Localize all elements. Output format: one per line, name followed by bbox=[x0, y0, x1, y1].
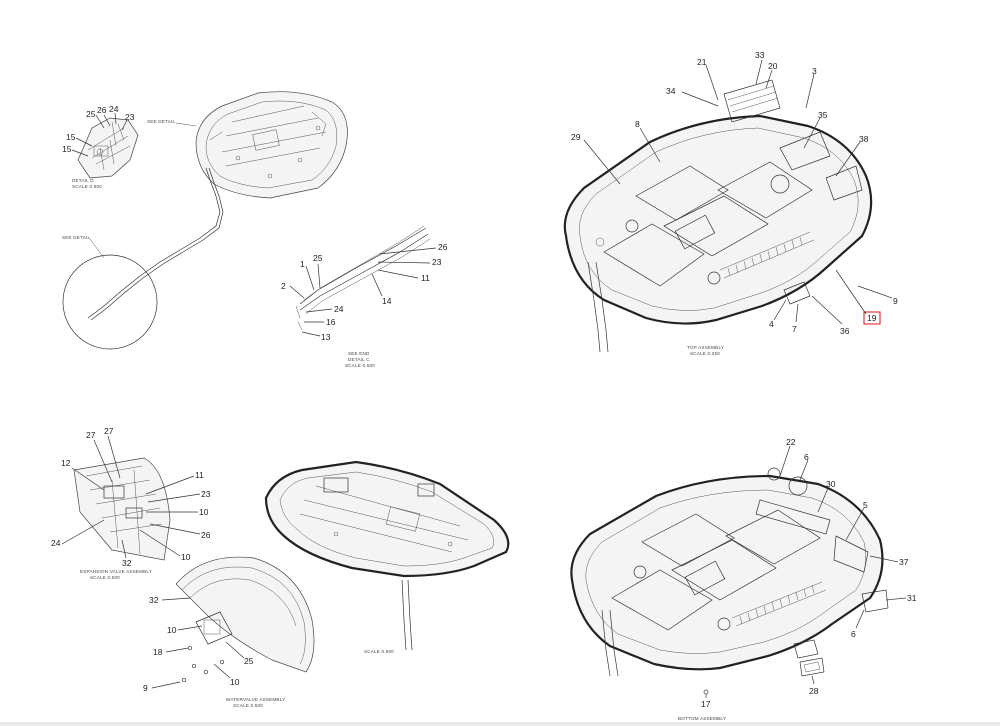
svg-text:SCALE 0.500: SCALE 0.500 bbox=[90, 575, 120, 580]
view-d-headliner: TOP ASSEMBLY SCALE 0.250 bbox=[563, 79, 873, 356]
callout-label: 11 bbox=[421, 273, 430, 283]
callout-label: 26 bbox=[97, 105, 107, 115]
callout-label: 15 bbox=[62, 144, 72, 154]
callout-group-h: 22 6 30 5 37 31 6 28 17 bbox=[701, 437, 917, 709]
callout-label: 33 bbox=[755, 50, 765, 60]
callout-label: 10 bbox=[230, 677, 240, 687]
callout-label: 28 bbox=[809, 686, 819, 696]
callout-label: 23 bbox=[201, 489, 211, 499]
callout-label: 13 bbox=[321, 332, 331, 342]
svg-text:SCALE 0.250: SCALE 0.250 bbox=[690, 351, 720, 356]
svg-text:TOP ASSEMBLY: TOP ASSEMBLY bbox=[687, 345, 724, 350]
callout-label: 35 bbox=[818, 110, 828, 120]
callout-label: 23 bbox=[432, 257, 442, 267]
callout-label: 32 bbox=[149, 595, 159, 605]
callout-label: 26 bbox=[438, 242, 448, 252]
svg-text:DETAIL D: DETAIL D bbox=[72, 178, 94, 183]
callout-label: 36 bbox=[840, 326, 850, 336]
svg-text:SCALE 0.500: SCALE 0.500 bbox=[233, 703, 263, 708]
svg-text:SCALE 0.900: SCALE 0.900 bbox=[364, 649, 394, 654]
view-g-headliner: SCALE 0.900 bbox=[264, 460, 510, 654]
callout-label: 24 bbox=[51, 538, 61, 548]
callout-label: 3 bbox=[812, 66, 817, 76]
callout-label: 25 bbox=[86, 109, 96, 119]
callout-label: 6 bbox=[851, 629, 856, 639]
view-c-strip: SEE END DETAIL C SCALE 0.500 bbox=[295, 225, 431, 368]
view-h-headliner: BOTTOM ASSEMBLY bbox=[570, 467, 889, 721]
callout-label: 20 bbox=[768, 61, 778, 71]
callout-label: 38 bbox=[859, 134, 869, 144]
callout-label: 21 bbox=[697, 57, 707, 67]
callout-label: 6 bbox=[804, 452, 809, 462]
svg-text:SEE DETAIL: SEE DETAIL bbox=[147, 119, 175, 124]
callout-label: 24 bbox=[109, 104, 119, 114]
callout-label: 29 bbox=[571, 132, 581, 142]
svg-text:BOTTOM ASSEMBLY: BOTTOM ASSEMBLY bbox=[678, 716, 726, 721]
callout-label: 37 bbox=[899, 557, 909, 567]
view-b-headliner: SEE DETAIL SEE DETAIL bbox=[62, 91, 348, 350]
callout-group-f: 32 10 18 25 9 10 bbox=[143, 595, 254, 693]
callout-label: 18 bbox=[153, 647, 163, 657]
svg-text:DETAIL C: DETAIL C bbox=[348, 357, 370, 362]
callout-label: 10 bbox=[181, 552, 191, 562]
callout-label: 27 bbox=[86, 430, 96, 440]
callout-label: 32 bbox=[122, 558, 132, 568]
callout-label: 4 bbox=[769, 319, 774, 329]
callout-label: 24 bbox=[334, 304, 344, 314]
svg-text:SEE END: SEE END bbox=[348, 351, 370, 356]
callout-label: 23 bbox=[125, 112, 135, 122]
callout-label: 31 bbox=[907, 593, 917, 603]
highlighted-callout-box bbox=[863, 311, 881, 325]
callout-label: 5 bbox=[863, 500, 868, 510]
svg-text:SCALE 0.600: SCALE 0.600 bbox=[72, 184, 102, 189]
callout-label: 34 bbox=[666, 86, 676, 96]
callout-label: 25 bbox=[313, 253, 323, 263]
view-f-curved-panel: WATERVALVE ASSEMBLY SCALE 0.500 bbox=[175, 556, 315, 708]
callout-label: 16 bbox=[326, 317, 336, 327]
callout-label: 22 bbox=[786, 437, 796, 447]
callout-label: 10 bbox=[167, 625, 177, 635]
callout-label: 27 bbox=[104, 426, 114, 436]
callout-label: 9 bbox=[143, 683, 148, 693]
callout-group-d: 21 33 20 3 34 35 8 29 38 9 19 4 7 36 bbox=[571, 50, 898, 336]
callout-label: 10 bbox=[199, 507, 209, 517]
detail-view-a: DETAIL D SCALE 0.600 bbox=[72, 117, 139, 189]
callout-label: 8 bbox=[635, 119, 640, 129]
callout-group-e: 27 27 12 11 23 10 24 10 26 32 bbox=[51, 426, 211, 568]
callout-group-c: 26 1 25 23 11 2 24 14 16 13 bbox=[281, 242, 448, 342]
svg-text:EXPANSION VALVE ASSEMBLY: EXPANSION VALVE ASSEMBLY bbox=[80, 569, 152, 574]
svg-text:WATERVALVE ASSEMBLY: WATERVALVE ASSEMBLY bbox=[226, 697, 285, 702]
callout-label: 7 bbox=[792, 324, 797, 334]
callout-label: 30 bbox=[826, 479, 836, 489]
callout-label: 12 bbox=[61, 458, 71, 468]
callout-label: 17 bbox=[701, 699, 711, 709]
callout-label: 14 bbox=[382, 296, 392, 306]
callout-label: 11 bbox=[195, 470, 204, 480]
callout-label: 25 bbox=[244, 656, 254, 666]
svg-text:SCALE 0.500: SCALE 0.500 bbox=[345, 363, 375, 368]
callout-group-a: 25 26 24 23 15 15 bbox=[62, 104, 135, 157]
callout-label: 26 bbox=[201, 530, 211, 540]
callout-label: 15 bbox=[66, 132, 76, 142]
callout-label: 2 bbox=[281, 281, 286, 291]
callout-label-highlighted: 19 bbox=[867, 313, 877, 323]
svg-text:SEE DETAIL: SEE DETAIL bbox=[62, 235, 90, 240]
callout-label: 9 bbox=[893, 296, 898, 306]
callout-label: 1 bbox=[300, 259, 305, 269]
bottom-edge bbox=[0, 722, 1000, 726]
view-e-wedge: EXPANSION VALVE ASSEMBLY SCALE 0.500 bbox=[73, 457, 171, 580]
